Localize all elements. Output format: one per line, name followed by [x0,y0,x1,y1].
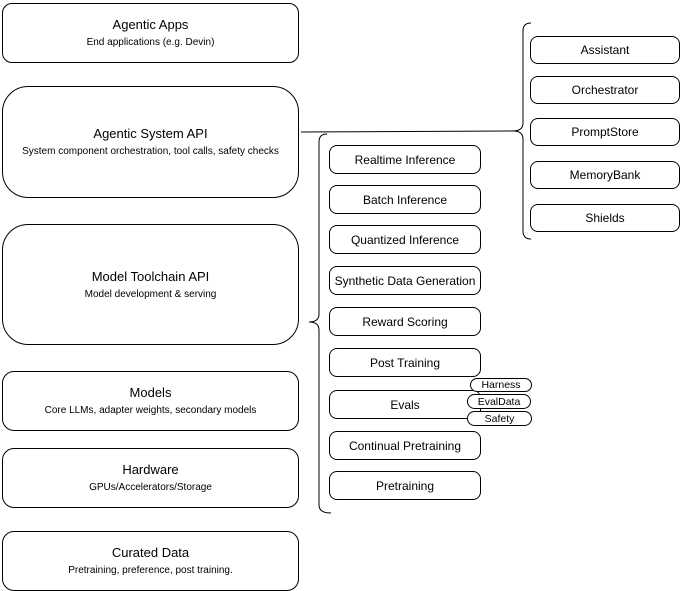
toolchain-brace [308,133,332,514]
box-continual-pretraining: Continual Pretraining [329,431,481,460]
evaldata-label: EvalData [477,395,521,408]
agentic-apps-title: Agentic Apps [112,17,189,32]
box-reward-scoring: Reward Scoring [329,307,481,336]
promptstore-label: PromptStore [571,125,639,139]
box-models: Models Core LLMs, adapter weights, secon… [2,371,299,431]
realtime-inference-label: Realtime Inference [354,152,456,167]
pretraining-label: Pretraining [375,478,435,493]
box-orchestrator: Orchestrator [530,76,680,104]
post-training-label: Post Training [369,355,441,370]
orchestrator-label: Orchestrator [571,83,639,97]
box-agentic-system-api: Agentic System API System component orch… [2,86,299,198]
box-hardware: Hardware GPUs/Accelerators/Storage [2,448,299,508]
box-promptstore: PromptStore [530,118,680,146]
system-api-brace [512,22,532,240]
models-subtitle: Core LLMs, adapter weights, secondary mo… [44,405,257,416]
agentic-apps-subtitle: End applications (e.g. Devin) [86,37,215,48]
box-synthetic-data-generation: Synthetic Data Generation [329,266,481,295]
continual-pretraining-label: Continual Pretraining [348,438,462,453]
pill-evaldata: EvalData [467,394,531,409]
box-agentic-apps: Agentic Apps End applications (e.g. Devi… [2,3,299,63]
evals-label: Evals [390,397,420,412]
safety-label: Safety [484,412,515,425]
box-pretraining: Pretraining [329,471,481,500]
quantized-inference-label: Quantized Inference [350,232,460,247]
box-evals: Evals [329,390,481,419]
box-post-training: Post Training [329,348,481,377]
model-toolchain-api-title: Model Toolchain API [91,268,210,284]
shields-label: Shields [585,211,625,225]
reward-scoring-label: Reward Scoring [362,314,448,329]
batch-inference-label: Batch Inference [362,192,448,207]
box-assistant: Assistant [530,36,680,64]
harness-label: Harness [481,379,521,391]
box-batch-inference: Batch Inference [329,185,481,214]
box-realtime-inference: Realtime Inference [329,145,481,174]
box-quantized-inference: Quantized Inference [329,225,481,254]
box-memorybank: MemoryBank [530,161,680,189]
assistant-label: Assistant [580,43,630,57]
curated-data-title: Curated Data [111,545,190,560]
model-toolchain-api-subtitle: Model development & serving [84,288,217,300]
hardware-subtitle: GPUs/Accelerators/Storage [89,482,212,493]
agentic-system-api-title: Agentic System API [93,126,208,141]
pill-harness: Harness [470,378,532,392]
box-model-toolchain-api: Model Toolchain API Model development & … [2,224,299,345]
models-title: Models [129,385,172,400]
memorybank-label: MemoryBank [569,168,641,182]
system-api-to-brace-line [300,130,514,133]
agentic-system-api-subtitle: System component orchestration, tool cal… [22,146,279,157]
curated-data-subtitle: Pretraining, preference, post training. [68,565,233,576]
pill-safety: Safety [467,411,532,426]
synthetic-data-generation-label: Synthetic Data Generation [334,273,476,288]
hardware-title: Hardware [122,462,179,477]
box-curated-data: Curated Data Pretraining, preference, po… [2,531,299,591]
box-shields: Shields [530,204,680,232]
